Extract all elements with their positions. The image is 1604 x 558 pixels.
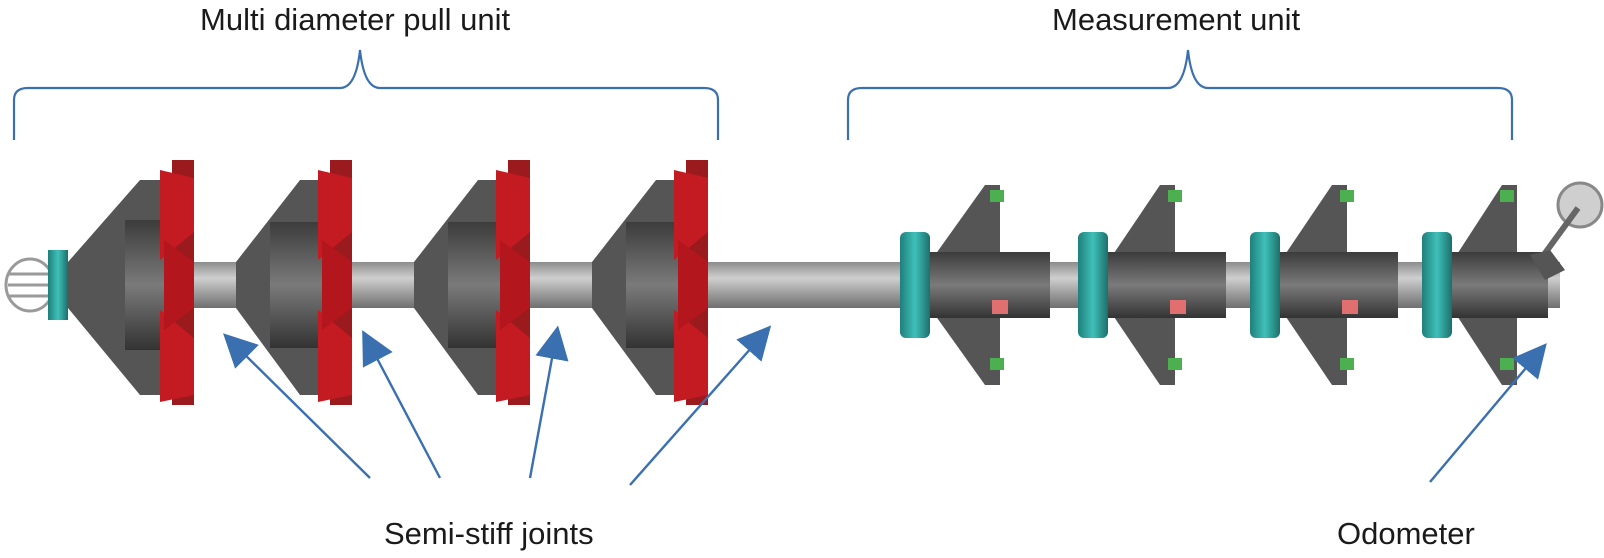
pull-unit-bracket (12, 49, 720, 140)
pull-module-4 (592, 160, 708, 405)
measurement-unit-bracket (846, 49, 1514, 140)
arrow-joint-3 (528, 325, 569, 479)
pull-module-2 (236, 160, 352, 405)
measurement-module-1 (900, 185, 1050, 385)
arrow-joint-1 (223, 333, 371, 479)
pull-module-3 (414, 160, 530, 405)
measurement-unit-label: Measurement unit (1052, 2, 1301, 37)
nose-cage-icon (4, 250, 68, 320)
arrow-joint-4 (629, 325, 772, 486)
measurement-module-4 (1422, 185, 1548, 385)
odometer-wheel-icon (1530, 181, 1604, 280)
arrow-odometer (1429, 343, 1547, 483)
semi-stiff-joints-label: Semi-stiff joints (384, 516, 594, 551)
pull-unit-label: Multi diameter pull unit (200, 2, 511, 37)
measurement-module-3 (1250, 185, 1398, 385)
arrow-joint-2 (362, 330, 442, 479)
odometer-label: Odometer (1337, 516, 1475, 551)
measurement-module-2 (1078, 185, 1226, 385)
pull-module-1 (68, 160, 194, 405)
